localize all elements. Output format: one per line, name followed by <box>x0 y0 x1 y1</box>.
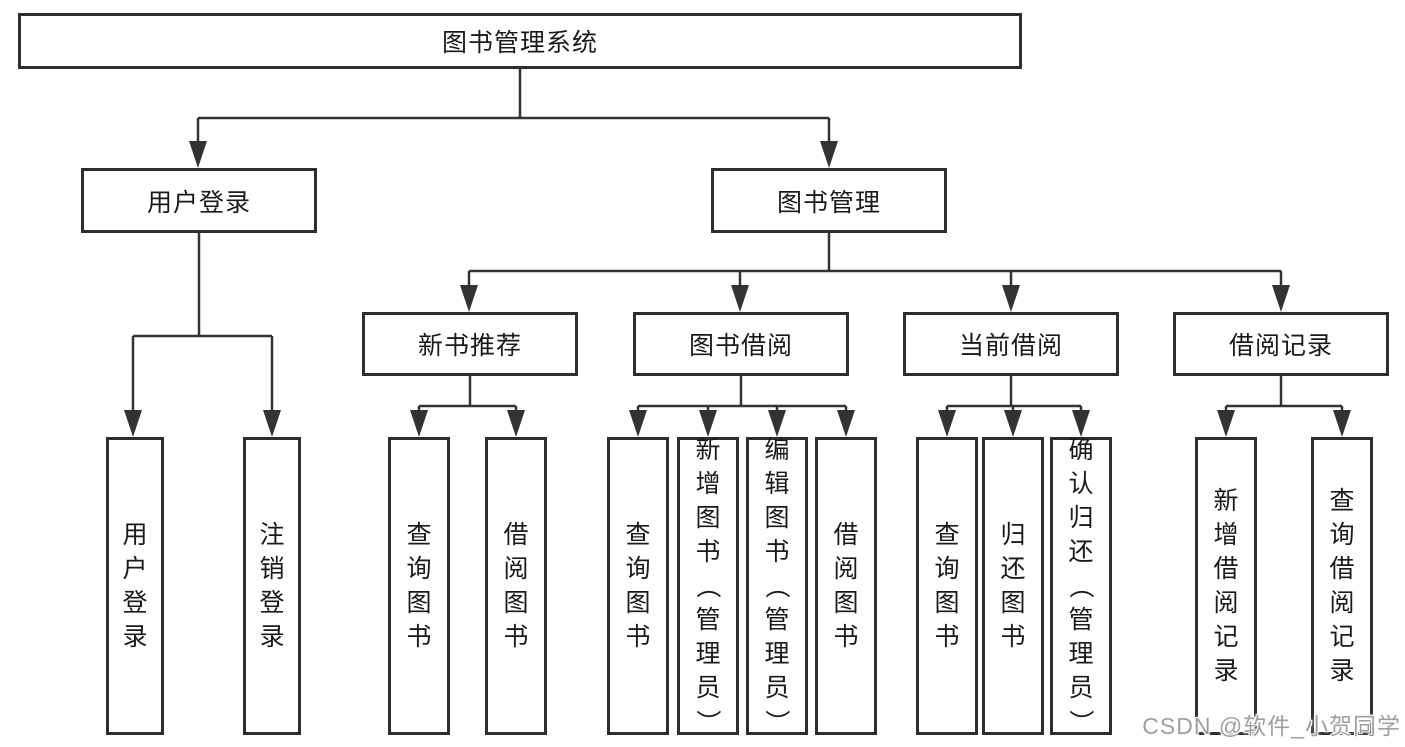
leaf-query-borrow-record: 查询借阅记录 <box>1311 437 1373 735</box>
leaf-add-borrow-record: 新增借阅记录 <box>1195 437 1257 735</box>
leaf-query-books: 查询图书 <box>607 437 669 735</box>
leaf-return-books-label: 归还图书 <box>1000 521 1026 651</box>
node-borrow-records: 借阅记录 <box>1173 312 1389 376</box>
leaf-user-login-label: 用户登录 <box>122 521 148 651</box>
leaf-add-books-admin: 新增图书（管理员） <box>677 436 739 735</box>
leaf-user-login: 用户登录 <box>106 437 164 735</box>
leaf-confirm-return-admin-label: 确认归还（管理员） <box>1066 436 1095 735</box>
leaf-borrow-books-label: 借阅图书 <box>833 521 859 651</box>
node-book-management-label: 图书管理 <box>776 188 881 217</box>
watermark: CSDN @软件_小贺同学 <box>1142 713 1401 739</box>
node-root: 图书管理系统 <box>18 13 1022 69</box>
leaf-add-books-admin-label: 新增图书（管理员） <box>693 436 722 735</box>
node-user-login: 用户登录 <box>81 168 317 233</box>
node-new-book-recommend-label: 新书推荐 <box>417 332 522 360</box>
node-root-label: 图书管理系统 <box>441 29 598 57</box>
leaf-borrow-books-label: 借阅图书 <box>503 521 529 651</box>
node-book-borrow-label: 图书借阅 <box>688 332 793 360</box>
leaf-borrow-books: 借阅图书 <box>815 437 877 735</box>
node-current-borrow-label: 当前借阅 <box>958 332 1063 360</box>
leaf-confirm-return-admin: 确认归还（管理员） <box>1050 436 1112 735</box>
leaf-edit-books-admin: 编辑图书（管理员） <box>746 436 808 735</box>
leaf-logout: 注销登录 <box>243 437 301 735</box>
leaf-query-books: 查询图书 <box>916 437 978 735</box>
leaf-query-books-label: 查询图书 <box>625 521 651 651</box>
leaf-query-books: 查询图书 <box>388 437 450 735</box>
node-current-borrow: 当前借阅 <box>903 312 1119 376</box>
node-book-borrow: 图书借阅 <box>633 312 849 376</box>
node-new-book-recommend: 新书推荐 <box>362 312 578 376</box>
leaf-query-books-label: 查询图书 <box>406 521 432 651</box>
leaf-borrow-books: 借阅图书 <box>485 437 547 735</box>
node-user-login-label: 用户登录 <box>146 188 251 217</box>
leaf-edit-books-admin-label: 编辑图书（管理员） <box>762 436 791 735</box>
leaf-query-borrow-record-label: 查询借阅记录 <box>1329 487 1355 685</box>
leaf-query-books-label: 查询图书 <box>934 521 960 651</box>
node-book-management: 图书管理 <box>711 168 947 233</box>
leaf-logout-label: 注销登录 <box>259 521 285 651</box>
leaf-return-books: 归还图书 <box>982 437 1044 735</box>
leaf-add-borrow-record-label: 新增借阅记录 <box>1213 487 1239 685</box>
node-borrow-records-label: 借阅记录 <box>1228 332 1333 360</box>
